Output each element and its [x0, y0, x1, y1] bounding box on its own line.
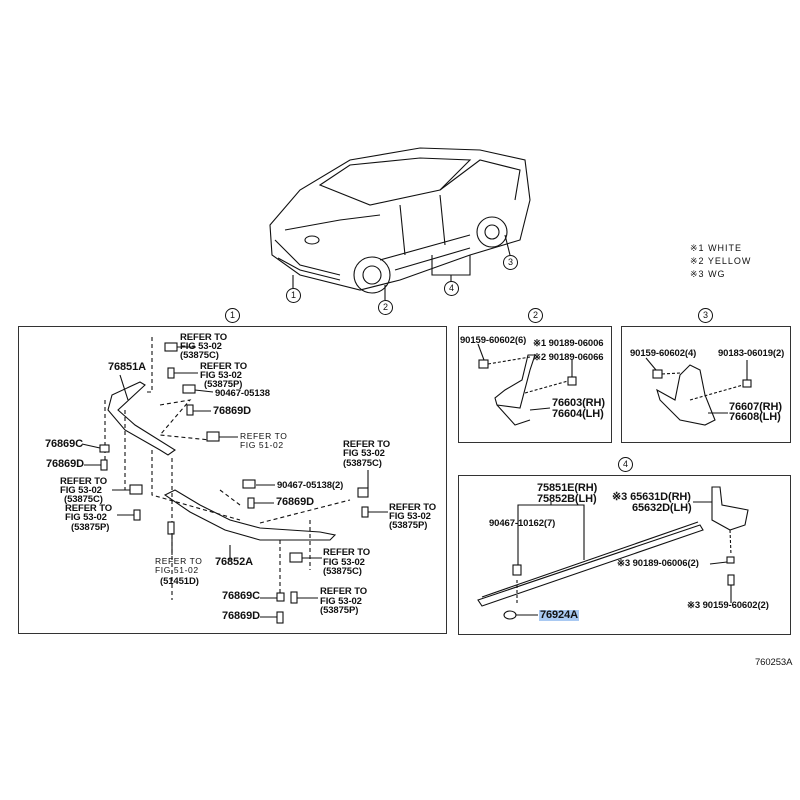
part-label[interactable]: REFER TO	[320, 586, 368, 597]
panel-3-rear-mudguard	[621, 326, 791, 443]
part-label[interactable]: REFER TO	[343, 439, 391, 450]
part-label[interactable]: ※3 65631D(RH)	[612, 491, 691, 503]
part-label[interactable]: 90467-10162(7)	[489, 518, 556, 529]
part-label[interactable]: FIG 53-02	[323, 557, 365, 568]
legend-mark: ※2	[690, 256, 705, 266]
part-label[interactable]: 76852A	[215, 556, 253, 568]
part-label[interactable]: 90159-60602(6)	[460, 335, 527, 346]
part-label[interactable]: 76869D	[213, 405, 251, 417]
part-label-highlighted[interactable]: 76924A	[539, 609, 579, 621]
part-label[interactable]: REFER TO	[240, 431, 288, 441]
callout-4: 4	[444, 281, 459, 296]
part-label[interactable]: ※2 90189-06066	[533, 352, 604, 363]
part-label[interactable]: REFER TO	[180, 332, 228, 343]
legend-item-2: ※2 YELLOW	[690, 256, 751, 267]
part-label[interactable]: 76851A	[108, 361, 146, 373]
panel-1-number: 1	[225, 308, 240, 323]
legend-item-1: ※1 WHITE	[690, 243, 742, 254]
part-label[interactable]: 90467-05138(2)	[277, 480, 344, 491]
part-label[interactable]: 76603(RH)	[552, 397, 605, 409]
part-label[interactable]: REFER TO	[323, 547, 371, 558]
part-label[interactable]: ※3 90189-06006(2)	[617, 558, 699, 569]
panel-1-front-spoiler	[18, 326, 447, 634]
legend-mark: ※1	[690, 243, 705, 253]
part-label[interactable]: FIG 53-02	[389, 511, 431, 522]
part-label[interactable]: FIG 53-02	[180, 341, 222, 352]
panel-4-rocker-panel	[458, 475, 791, 635]
part-label[interactable]: FIG 53-02	[200, 370, 242, 381]
part-label[interactable]: 76608(LH)	[729, 411, 781, 423]
part-label[interactable]: 76604(LH)	[552, 408, 604, 420]
part-label[interactable]: 76607(RH)	[729, 401, 782, 413]
panel-2-front-mudguard	[458, 326, 612, 443]
part-label[interactable]: (51451D)	[160, 576, 199, 587]
legend-text: WHITE	[708, 243, 743, 253]
part-label[interactable]: REFER TO	[65, 503, 113, 514]
legend-item-3: ※3 WG	[690, 269, 726, 280]
part-label[interactable]: FIG 53-02	[343, 448, 385, 459]
panel-4-number: 4	[618, 457, 633, 472]
callout-1: 1	[286, 288, 301, 303]
part-label[interactable]: FIG 51-02	[155, 565, 199, 575]
part-label[interactable]: FIG 53-02	[320, 596, 362, 607]
panel-2-number: 2	[528, 308, 543, 323]
part-label[interactable]: 90183-06019(2)	[718, 348, 785, 359]
part-label[interactable]: (53875C)	[343, 458, 382, 469]
legend-text: YELLOW	[707, 256, 752, 266]
part-label[interactable]: (53875P)	[204, 379, 243, 390]
part-label[interactable]: (53875C)	[180, 350, 219, 361]
part-label[interactable]: FIG 51-02	[240, 440, 284, 450]
part-label[interactable]: 76869D	[276, 496, 314, 508]
part-label[interactable]: (53875P)	[389, 520, 428, 531]
part-label[interactable]: 90159-60602(4)	[630, 348, 697, 359]
legend-text: WG	[708, 269, 726, 279]
callout-2: 2	[378, 300, 393, 315]
part-label[interactable]: ※3 90159-60602(2)	[687, 600, 769, 611]
part-label[interactable]: 65632D(LH)	[632, 502, 692, 514]
part-label[interactable]: 75851E(RH)	[537, 482, 598, 494]
panel-3-number: 3	[698, 308, 713, 323]
part-label[interactable]: REFER TO	[200, 361, 248, 372]
part-label[interactable]: REFER TO	[389, 502, 437, 513]
part-label[interactable]: FIG 53-02	[60, 485, 102, 496]
figure-id: 760253A	[755, 657, 793, 668]
part-label[interactable]: REFER TO	[155, 556, 203, 566]
part-label[interactable]: ※1 90189-06006	[533, 338, 604, 349]
part-label[interactable]: REFER TO	[60, 476, 108, 487]
part-label[interactable]: (53875C)	[64, 494, 103, 505]
car-illustration	[269, 147, 531, 294]
part-label[interactable]: (53875P)	[71, 522, 110, 533]
part-label[interactable]: FIG 53-02	[65, 512, 107, 523]
callout-3: 3	[503, 255, 518, 270]
part-label[interactable]: 76869D	[46, 458, 84, 470]
legend-mark: ※3	[690, 269, 705, 279]
part-label[interactable]: 75852B(LH)	[537, 493, 597, 505]
part-label[interactable]: 76869C	[45, 438, 83, 450]
part-label[interactable]: 90467-05138	[215, 388, 270, 399]
part-label[interactable]: 76869D	[222, 610, 260, 622]
part-label[interactable]: 76869C	[222, 590, 260, 602]
part-label[interactable]: (53875P)	[320, 605, 359, 616]
part-label[interactable]: (53875C)	[323, 566, 362, 577]
